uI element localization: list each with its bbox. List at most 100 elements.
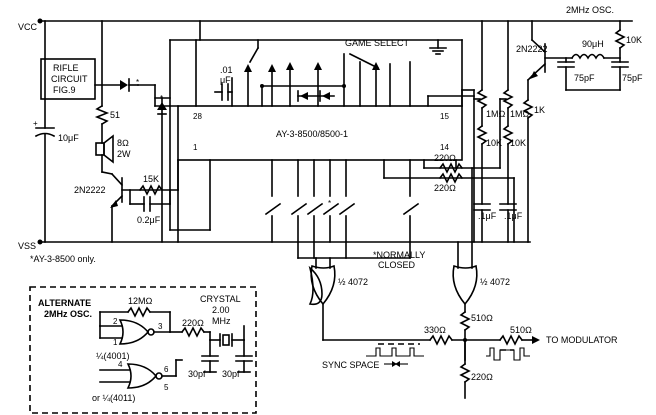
alternate-osc-box xyxy=(29,286,257,414)
pin-1: 1 xyxy=(193,143,198,152)
pin-15: 15 xyxy=(440,112,449,121)
label-4001: ¼(4001) xyxy=(96,351,130,361)
inductor-90uh xyxy=(570,53,621,60)
resistor-10k-b xyxy=(502,124,514,205)
sync-space-arrows xyxy=(384,361,408,367)
resistor-220-a xyxy=(438,162,464,174)
label-220-b: 220Ω xyxy=(434,183,456,193)
svg-text:*: * xyxy=(136,78,139,87)
resistor-220-b xyxy=(438,172,464,184)
alt-pin-6: 6 xyxy=(164,365,169,374)
speaker-icon xyxy=(95,134,114,173)
or-gate-left xyxy=(308,257,431,341)
transistor-osc xyxy=(526,20,573,82)
ground-symbol-top xyxy=(429,39,447,55)
vcc-label: VCC xyxy=(18,22,38,32)
resistor-10k-osc xyxy=(611,20,629,91)
alt-pin-3: 3 xyxy=(158,322,163,331)
nor-gate-1 xyxy=(99,311,171,345)
label-10k-b: 10K xyxy=(510,138,526,148)
capacitor-02uf xyxy=(129,189,171,212)
game-select-label: GAME SELECT xyxy=(345,38,410,48)
label-10uf: 10μF xyxy=(58,133,79,143)
capacitor-30pf-1 xyxy=(201,339,219,373)
pin-14: 14 xyxy=(440,143,449,152)
resistor-51 xyxy=(94,20,110,144)
label-4011: or ¼(4011) xyxy=(92,393,135,403)
label-10k-osc: 10K xyxy=(626,35,642,45)
label-220-alt: 220Ω xyxy=(182,318,204,328)
label-15k: 15K xyxy=(143,174,159,184)
alt-pin-4: 4 xyxy=(118,360,123,369)
label-51: 51 xyxy=(110,110,120,120)
label-510-a: 510Ω xyxy=(471,313,493,323)
chip-wires: * xyxy=(154,20,463,243)
gate-left-label: ½ 4072 xyxy=(338,277,368,287)
diode-rifle: * xyxy=(94,78,156,92)
bottom-switches: * xyxy=(264,159,420,259)
rifle-circuit-box xyxy=(40,58,96,100)
vcc-rail xyxy=(37,18,633,24)
capacitor-10uf: + xyxy=(33,20,56,243)
label-30pf-2: 30pf xyxy=(222,369,240,379)
pot-1m-a xyxy=(473,20,488,127)
label-1m-a: 1MΩ xyxy=(486,109,506,119)
label-1m-b: 1MΩ xyxy=(510,109,530,119)
capacitor-30pf-2 xyxy=(235,325,253,373)
label-12m: 12MΩ xyxy=(128,296,153,306)
label-75pf-2: 75pF xyxy=(622,73,643,83)
resistor-10k-a xyxy=(476,124,488,205)
gate-right-label: ½ 4072 xyxy=(480,277,510,287)
label-q-audio: 2N2222 xyxy=(74,185,106,195)
alt-pin-1: 1 xyxy=(113,338,118,347)
resistor-220-out xyxy=(459,338,471,399)
ay-chip xyxy=(177,105,463,161)
or-gate-right xyxy=(452,167,478,313)
sync-space-label: SYNC SPACE xyxy=(322,360,379,370)
svg-text:+: + xyxy=(33,119,38,128)
label-330: 330Ω xyxy=(424,325,446,335)
pot-1m-b xyxy=(499,20,514,169)
label-510-b: 510Ω xyxy=(510,325,532,335)
resistor-510-b xyxy=(498,334,540,346)
game-select-switch xyxy=(244,39,463,107)
chip-name: AY-3-8500/8500-1 xyxy=(276,129,348,139)
capacitor-01uf xyxy=(214,77,233,107)
resistor-220-alt xyxy=(169,326,211,338)
alt-pin-5: 5 xyxy=(164,383,169,392)
vss-rail xyxy=(37,239,531,245)
label-90uh: 90μH xyxy=(582,39,604,49)
label-220-a: 220Ω xyxy=(434,153,456,163)
label-75pf-1: 75pF xyxy=(574,73,595,83)
svg-text:*: * xyxy=(160,94,163,103)
resistor-12m xyxy=(99,306,171,333)
label-q-osc: 2N2222 xyxy=(516,44,548,54)
label-30pf-1: 30pf xyxy=(188,369,206,379)
resistor-1k xyxy=(461,79,534,243)
capacitor-1uf-a xyxy=(473,203,491,243)
pin-28: 28 xyxy=(193,112,202,121)
alt-pin-2: 2 xyxy=(113,317,118,326)
video-waveform xyxy=(486,347,530,361)
sync-waveform xyxy=(366,343,424,357)
to-modulator-label: TO MODULATOR xyxy=(546,335,618,345)
osc-title: 2MHz OSC. xyxy=(566,5,614,15)
vss-label: VSS xyxy=(18,241,36,251)
crystal xyxy=(209,331,245,347)
capacitor-75pf-1 xyxy=(557,57,621,91)
nor-gate-2 xyxy=(99,359,183,389)
label-1uf-a: .1μF xyxy=(478,211,497,221)
resistor-330 xyxy=(428,334,501,346)
label-220-out: 220Ω xyxy=(471,372,493,382)
svg-text:*: * xyxy=(328,199,331,208)
footnote: *AY-3-8500 only. xyxy=(30,254,96,264)
label-02uf: 0.2μF xyxy=(137,215,161,225)
transistor-audio xyxy=(101,171,161,243)
